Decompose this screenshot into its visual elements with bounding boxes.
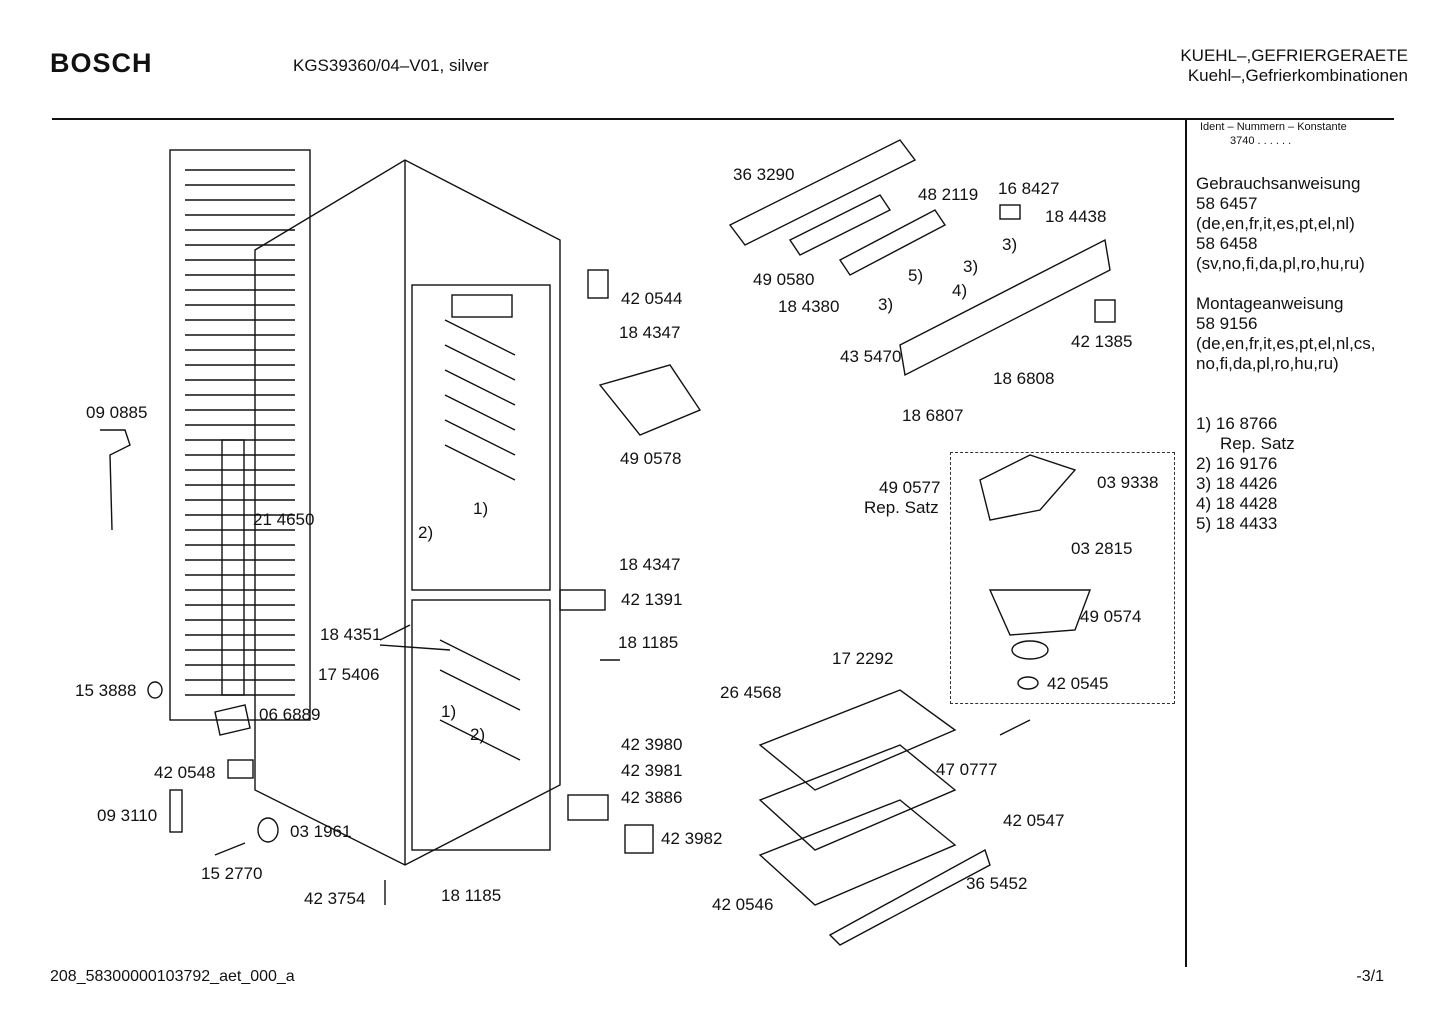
manual-1-number: 58 6457 — [1196, 194, 1258, 213]
ident-value: 3740 . . . . . . — [1230, 135, 1292, 147]
part-label: 42 3754 — [304, 889, 365, 908]
condenser-coil-drawing — [169, 149, 311, 721]
header-divider — [52, 118, 1394, 120]
part-label: 03 9338 — [1097, 473, 1158, 492]
part-label: 42 0548 — [154, 763, 215, 782]
part-label: Rep. Satz — [864, 498, 939, 517]
part-label: 09 0885 — [86, 403, 147, 422]
ref-marker: 2) — [470, 725, 485, 744]
part-label: 49 0580 — [753, 270, 814, 289]
part-label: 42 0547 — [1003, 811, 1064, 830]
category-title: KUEHL–,GEFRIERGERAETE Kuehl–,Gefrierkomb… — [1180, 46, 1408, 86]
manual-2-number: 58 6458 — [1196, 234, 1258, 253]
category-line-2: Kuehl–,Gefrierkombinationen — [1187, 66, 1408, 85]
part-label: 18 4347 — [619, 323, 680, 342]
manual-2-langs: (sv,no,fi,da,pl,ro,hu,ru) — [1196, 254, 1365, 273]
part-label: 18 4351 — [320, 625, 381, 644]
part-label: 49 0578 — [620, 449, 681, 468]
info-sidebar: Ident – Nummern – Konstante 3740 . . . .… — [1196, 120, 1416, 534]
part-label: 36 5452 — [966, 874, 1027, 893]
part-label: 03 2815 — [1071, 539, 1132, 558]
notes-list: 1) 16 8766 Rep. Satz 2) 16 9176 3) 18 44… — [1196, 414, 1416, 534]
part-label: 26 4568 — [720, 683, 781, 702]
part-label: 17 5406 — [318, 665, 379, 684]
note-item: 5) 18 4433 — [1196, 514, 1278, 533]
part-label: 17 2292 — [832, 649, 893, 668]
part-label: 42 3982 — [661, 829, 722, 848]
install-title: Montageanweisung — [1196, 294, 1344, 313]
install-langs-2: no,fi,da,pl,ro,hu,ru) — [1196, 354, 1339, 373]
part-label: 49 0574 — [1080, 607, 1141, 626]
ref-marker: 1) — [473, 499, 488, 518]
ident-label: Ident – Nummern – Konstante — [1200, 121, 1347, 133]
ref-marker: 2) — [418, 523, 433, 542]
fan-assembly-drawing — [979, 454, 1092, 690]
part-label: 43 5470 — [840, 347, 901, 366]
ref-marker: 5) — [908, 266, 923, 285]
part-label: 18 4438 — [1045, 207, 1106, 226]
install-number: 58 9156 — [1196, 314, 1258, 333]
ref-marker: 1) — [441, 702, 456, 721]
model-title: KGS39360/04–V01, silver — [293, 56, 489, 75]
control-panel-drawing — [728, 139, 1116, 377]
ref-marker: 3) — [963, 257, 978, 276]
part-label: 15 2770 — [201, 864, 262, 883]
document-id: 208_58300000103792_aet_000_a — [50, 968, 295, 985]
part-label: 42 0545 — [1047, 674, 1108, 693]
category-line-1: KUEHL–,GEFRIERGERAETE — [1180, 46, 1408, 65]
part-label: 18 1185 — [441, 886, 501, 905]
part-label: 03 1961 — [290, 822, 351, 841]
brand-logo: BOSCH — [50, 48, 153, 78]
part-label: 06 6889 — [259, 705, 320, 724]
part-label: 16 8427 — [998, 179, 1059, 198]
part-label: 42 0546 — [712, 895, 773, 914]
exploded-parts-diagram: 36 3290 48 2119 16 8427 18 4438 49 0580 … — [75, 139, 1158, 946]
evaporator-drawing — [758, 689, 991, 946]
note-item: 4) 18 4428 — [1196, 494, 1278, 513]
small-parts-drawing — [100, 269, 1031, 905]
sidebar-divider — [1185, 119, 1187, 967]
ref-marker: 4) — [952, 281, 967, 300]
manual-1-langs: (de,en,fr,it,es,pt,el,nl) — [1196, 214, 1355, 233]
ref-marker: 3) — [1002, 235, 1017, 254]
part-label: 42 3886 — [621, 788, 682, 807]
part-label: 18 1185 — [618, 633, 678, 652]
part-label: 48 2119 — [918, 185, 978, 204]
page-number: -3/1 — [1356, 968, 1384, 985]
part-label: 18 4347 — [619, 555, 680, 574]
part-label: 49 0577 — [879, 478, 940, 497]
ref-marker: 3) — [878, 295, 893, 314]
manual-title: Gebrauchsanweisung — [1196, 174, 1361, 193]
note-item: 1) 16 8766 — [1196, 414, 1278, 433]
part-label: 18 6807 — [902, 406, 963, 425]
part-label: 42 1391 — [621, 590, 682, 609]
part-label: 36 3290 — [733, 165, 794, 184]
part-label: 18 6808 — [993, 369, 1054, 388]
part-label: 47 0777 — [936, 760, 997, 779]
part-label: 42 3980 — [621, 735, 682, 754]
note-item: 3) 18 4426 — [1196, 474, 1278, 493]
part-label: 42 3981 — [621, 761, 682, 780]
note-item: Rep. Satz — [1220, 434, 1295, 453]
part-label: 42 0544 — [621, 289, 682, 308]
cabinet-drawing — [254, 159, 561, 866]
install-langs-1: (de,en,fr,it,es,pt,el,nl,cs, — [1196, 334, 1376, 353]
part-label: 21 4650 — [253, 510, 314, 529]
part-label: 18 4380 — [778, 297, 839, 316]
part-label: 42 1385 — [1071, 332, 1132, 351]
note-item: 2) 16 9176 — [1196, 454, 1278, 473]
rep-set-box — [950, 452, 1175, 704]
part-label: 15 3888 — [75, 681, 136, 700]
part-label: 09 3110 — [97, 806, 157, 825]
